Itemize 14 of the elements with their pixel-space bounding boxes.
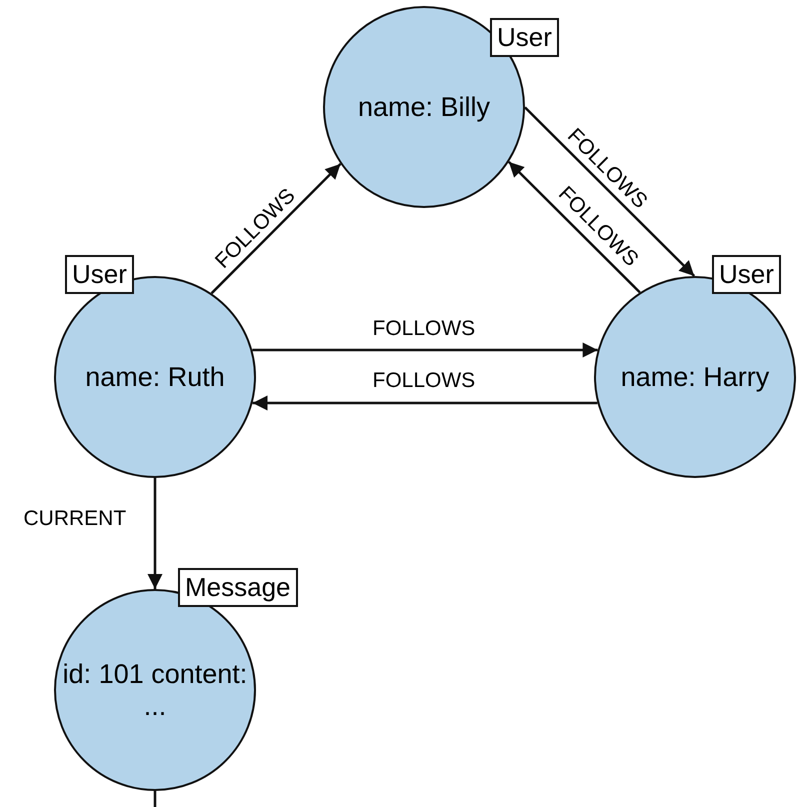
arrow [524,106,696,277]
arrow [252,396,598,410]
label-tag: User [490,18,559,56]
label-tag: Message [178,568,298,606]
arrow [508,160,641,294]
arrow [252,342,598,358]
property-text: name: Billy [358,90,490,124]
label-tag: User [65,255,134,294]
property-text: name: Ruth [85,360,225,394]
property-text: name: Harry [620,360,770,394]
arrow [148,478,162,589]
label-tag: User [712,255,781,294]
arrow [210,162,342,294]
property-text: id: 101 content: ... [62,658,248,722]
